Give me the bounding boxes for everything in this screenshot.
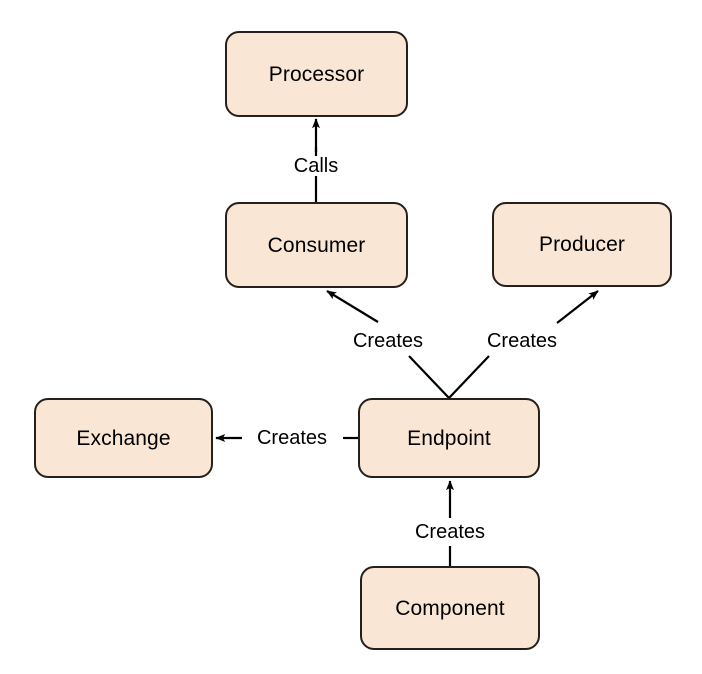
edge-label-creates-endpoint: Creates: [411, 522, 489, 542]
node-component-label: Component: [395, 596, 505, 620]
connector-endpoint-creates-producer: [556, 290, 599, 324]
node-component[interactable]: Component: [360, 566, 540, 650]
node-processor-label: Processor: [268, 62, 365, 86]
connector-endpoint-creates-consumer-lower: [408, 355, 450, 399]
node-endpoint[interactable]: Endpoint: [358, 398, 540, 478]
node-processor[interactable]: Processor: [225, 31, 408, 117]
node-consumer[interactable]: Consumer: [225, 202, 408, 288]
node-consumer-label: Consumer: [267, 233, 366, 257]
node-producer[interactable]: Producer: [492, 202, 672, 287]
node-producer-label: Producer: [538, 233, 625, 256]
connector-endpoint-creates-consumer: [326, 290, 379, 323]
connector-endpoint-creates-producer-lower: [448, 355, 490, 399]
edge-label-creates-consumer: Creates: [349, 331, 427, 351]
edge-label-creates-producer: Creates: [483, 331, 561, 351]
node-endpoint-label: Endpoint: [407, 426, 491, 450]
edge-label-creates-exchange: Creates: [253, 428, 331, 448]
edge-label-calls: Calls: [290, 156, 342, 176]
node-exchange-label: Exchange: [76, 426, 171, 450]
node-exchange[interactable]: Exchange: [34, 398, 213, 478]
